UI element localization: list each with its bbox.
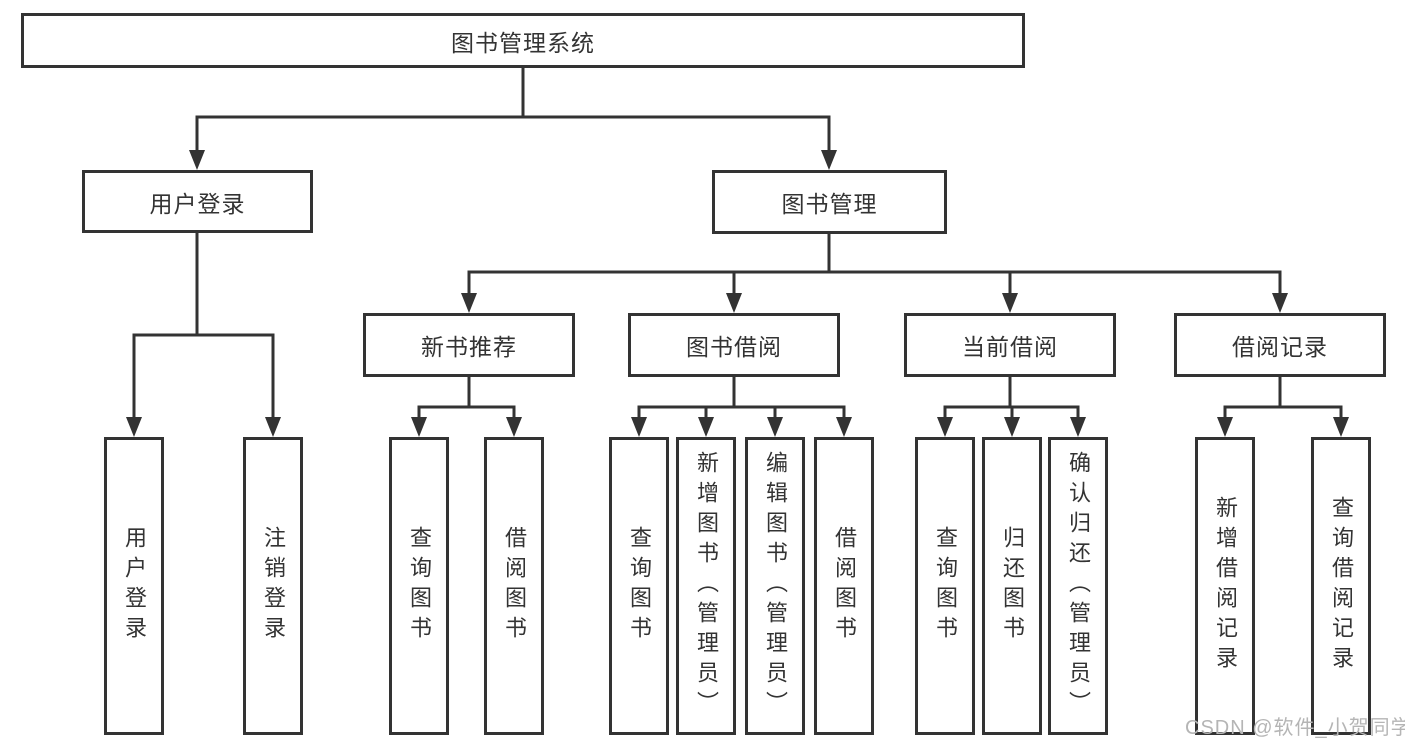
watermark-text: CSDN @软件_小贺同学 [1185,717,1405,739]
node-label: 确认归还（管理员） [1066,451,1091,721]
leaf-query-books-borrowing: 查询图书 [609,437,669,735]
node-label: 用户登录 [149,190,246,217]
node-label: 查询借阅记录 [1329,496,1354,676]
leaf-borrow-books-borrowing: 借阅图书 [814,437,874,735]
leaf-add-book-admin: 新增图书（管理员） [676,437,736,735]
node-label: 编辑图书（管理员） [763,451,788,721]
node-library-management-system: 图书管理系统 [21,13,1025,68]
leaf-query-borrow-record: 查询借阅记录 [1311,437,1371,735]
leaf-user-login: 用户登录 [104,437,164,735]
node-new-book-recommendation: 新书推荐 [363,313,575,377]
leaf-query-books-current: 查询图书 [915,437,975,735]
node-label: 借阅图书 [832,526,857,646]
node-label: 新增图书（管理员） [694,451,719,721]
node-label: 查询图书 [933,526,958,646]
node-label: 借阅图书 [502,526,527,646]
leaf-return-book: 归还图书 [982,437,1042,735]
node-label: 注销登录 [261,526,286,646]
leaf-logout: 注销登录 [243,437,303,735]
leaf-add-borrow-record: 新增借阅记录 [1195,437,1255,735]
node-label: 归还图书 [1000,526,1025,646]
node-label: 新增借阅记录 [1213,496,1238,676]
node-label: 查询图书 [627,526,652,646]
leaf-confirm-return-admin: 确认归还（管理员） [1048,437,1108,735]
node-label: 图书管理 [781,191,878,217]
node-label: 当前借阅 [962,334,1058,360]
node-user-login: 用户登录 [82,170,313,233]
node-label: 新书推荐 [421,334,517,360]
leaf-borrow-books-recommend: 借阅图书 [484,437,544,735]
node-borrowing-records: 借阅记录 [1174,313,1386,377]
node-book-borrowing: 图书借阅 [628,313,840,377]
node-current-borrowing: 当前借阅 [904,313,1116,377]
node-label: 查询图书 [407,526,432,646]
node-book-management: 图书管理 [712,170,947,234]
node-label: 图书借阅 [686,334,782,360]
node-label: 借阅记录 [1232,334,1328,360]
leaf-query-books-recommend: 查询图书 [389,437,449,735]
leaf-edit-book-admin: 编辑图书（管理员） [745,437,805,735]
node-label: 图书管理系统 [451,29,595,56]
node-label: 用户登录 [122,526,147,646]
